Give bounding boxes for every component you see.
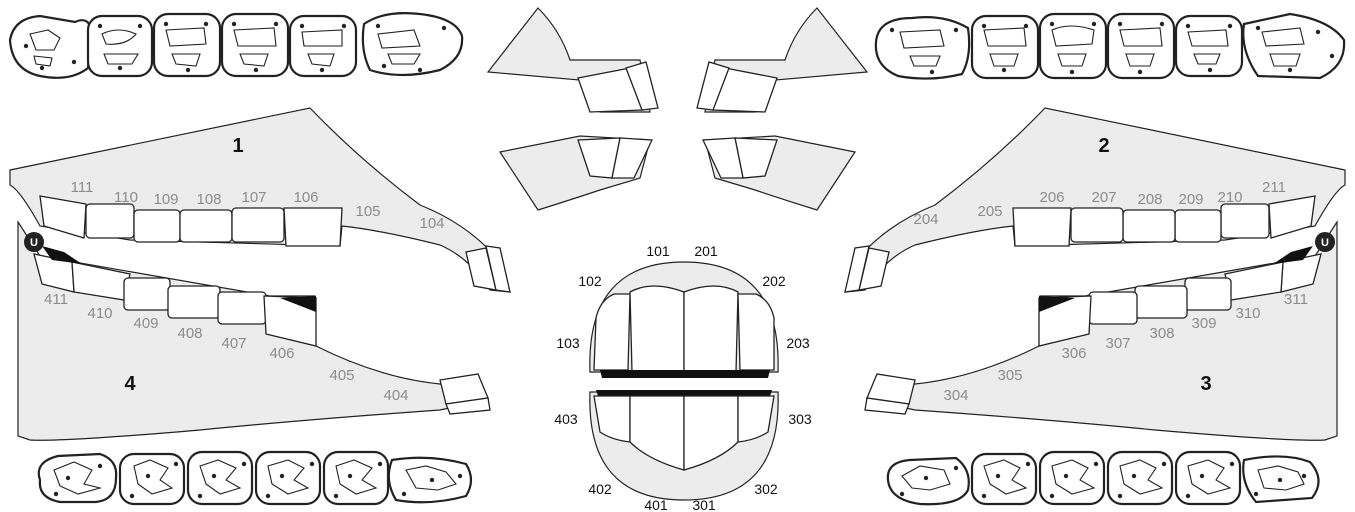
front-view-upper: [590, 262, 778, 378]
tooth-number-407: 407: [221, 335, 246, 352]
front-number-301: 301: [692, 497, 716, 512]
tooth-number-404: 404: [383, 387, 408, 404]
tooth-number-411: 411: [44, 291, 68, 308]
occlusal-row-upper-right: [876, 14, 1344, 79]
tooth-number-408: 408: [177, 325, 202, 342]
front-number-203: 203: [786, 335, 810, 351]
jaw-lower-right: [865, 222, 1337, 440]
tooth-number-206: 206: [1039, 189, 1064, 206]
tooth-number-309: 309: [1191, 315, 1216, 332]
tooth-number-405: 405: [329, 367, 354, 384]
tooth-number-311: 311: [1284, 291, 1308, 308]
marker-u-right: U: [1315, 232, 1335, 252]
tooth-number-105: 105: [355, 203, 380, 220]
tooth-number-104: 104: [419, 215, 444, 232]
quadrant-label-4: 4: [124, 373, 136, 395]
occlusal-row-lower-left: [39, 452, 471, 504]
front-number-303: 303: [788, 411, 812, 427]
quadrant-label-2: 2: [1098, 135, 1109, 157]
front-number-201: 201: [694, 243, 718, 259]
front-number-402: 402: [588, 481, 612, 497]
quadrant-label-1: 1: [232, 135, 243, 157]
incisor-profile-right: [697, 8, 867, 210]
marker-u-left-label: U: [30, 237, 38, 249]
tooth-number-410: 410: [87, 305, 112, 322]
tooth-number-204: 204: [913, 211, 938, 228]
tooth-number-308: 308: [1149, 325, 1174, 342]
tooth-number-209: 209: [1178, 191, 1203, 208]
tooth-number-107: 107: [241, 189, 266, 206]
tooth-number-307: 307: [1105, 335, 1130, 352]
front-number-101: 101: [646, 243, 670, 259]
front-number-103: 103: [556, 335, 580, 351]
tooth-number-111: 111: [71, 179, 94, 196]
tooth-number-304: 304: [943, 387, 968, 404]
occlusal-row-lower-right: [888, 452, 1319, 504]
front-number-302: 302: [754, 481, 778, 497]
tooth-number-406: 406: [269, 345, 294, 362]
front-number-202: 202: [762, 273, 786, 289]
front-number-403: 403: [554, 411, 578, 427]
tooth-number-306: 306: [1061, 345, 1086, 362]
tooth-number-305: 305: [997, 367, 1022, 384]
tooth-number-210: 210: [1217, 189, 1242, 206]
tooth-number-211: 211: [1262, 179, 1286, 196]
tooth-number-205: 205: [977, 203, 1002, 220]
tooth-number-207: 207: [1091, 189, 1116, 206]
front-number-102: 102: [578, 273, 602, 289]
quadrant-label-3: 3: [1200, 373, 1211, 395]
marker-u-right-label: U: [1321, 237, 1329, 249]
tooth-number-310: 310: [1235, 305, 1260, 322]
jaw-lower-left: [18, 222, 490, 440]
tooth-number-208: 208: [1137, 191, 1162, 208]
front-number-401: 401: [644, 497, 668, 512]
tooth-number-109: 109: [153, 191, 178, 208]
marker-u-left: U: [24, 232, 44, 252]
tooth-number-110: 110: [114, 189, 138, 206]
incisor-profile-left: [488, 8, 658, 210]
front-view-lower: [590, 390, 778, 500]
tooth-number-108: 108: [196, 191, 221, 208]
tooth-number-106: 106: [293, 189, 318, 206]
occlusal-row-upper-left: [10, 13, 462, 78]
tooth-number-409: 409: [133, 315, 158, 332]
